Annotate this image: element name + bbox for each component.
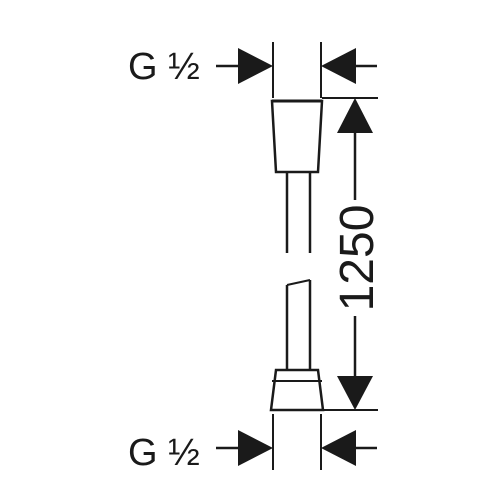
bottom-connection-label: G ½: [128, 432, 200, 474]
length-label: 1250: [331, 205, 384, 312]
arrow-left-icon: [321, 430, 356, 466]
arrow-up-icon: [337, 98, 373, 133]
bottom-connector: [269, 368, 325, 412]
arrow-right-icon: [238, 48, 273, 84]
top-width-dimension: [216, 42, 377, 98]
top-connection-label: G ½: [128, 46, 200, 88]
arrow-left-icon: [321, 48, 356, 84]
top-connector: [270, 99, 324, 174]
arrow-right-icon: [238, 430, 273, 466]
arrow-down-icon: [337, 376, 373, 410]
length-dimension: [322, 97, 378, 411]
hose-lower: [285, 279, 312, 370]
hose-upper: [285, 172, 312, 253]
bottom-width-dimension: [216, 414, 377, 470]
